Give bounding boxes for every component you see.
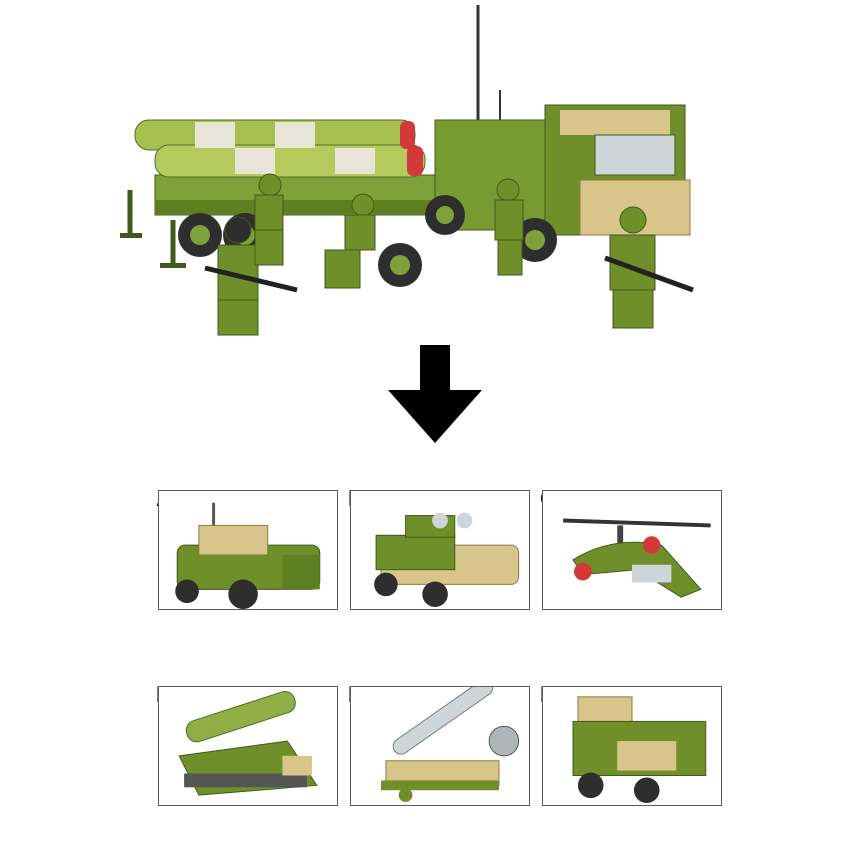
- build-panel-c: [542, 490, 722, 610]
- build-panel-b: [350, 490, 530, 610]
- arrow-down-icon: [385, 345, 485, 445]
- build-panel-d: [158, 686, 338, 806]
- main-set-image: [115, 0, 715, 340]
- build-panel-e: [350, 686, 530, 806]
- build-panel-f: [542, 686, 722, 806]
- build-panel-a: [158, 490, 338, 610]
